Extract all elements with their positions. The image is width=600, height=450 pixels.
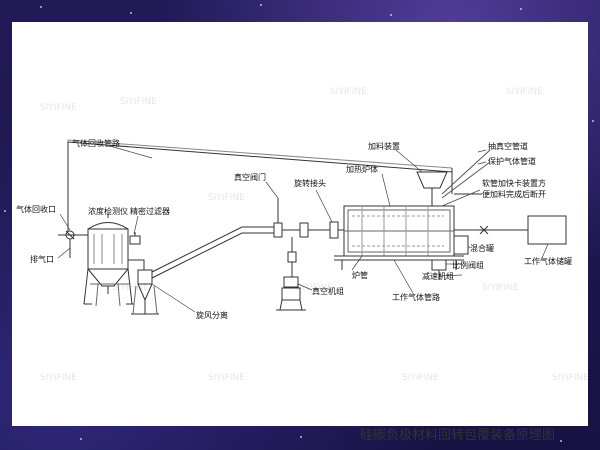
process-diagram: SIYIFINE SIYIFINE SIYIFINE SIYIFINE SIYI…: [16, 87, 588, 383]
star: [592, 120, 594, 122]
label-gas-recovery-pipe: 气体回收管路: [72, 138, 120, 148]
gas-recovery-port-valve: [58, 230, 88, 240]
star: [4, 210, 6, 212]
leader-lines: [57, 145, 549, 313]
star: [260, 4, 262, 6]
watermark: SIYIFINE: [482, 283, 519, 293]
label-cyclone: 旋风分离: [196, 310, 228, 320]
label-gas-recovery-port: 气体回收口: [16, 204, 56, 214]
label-precision-filter: 精密过滤器: [130, 206, 170, 216]
label-feeding-device: 加料装置: [368, 141, 400, 151]
label-vacuum-valve: 真空阀门: [234, 172, 266, 182]
label-exhaust-port: 排气口: [30, 254, 54, 264]
return-pipe: [151, 226, 274, 279]
label-quick-clamp-line1: 软管加快卡装置方: [482, 178, 546, 188]
watermark: SIYIFINE: [552, 373, 588, 383]
vacuum-unit: [276, 237, 306, 311]
labels: 气体回收管路 气体回收口 排气口 浓度检测仪 精密过滤器 旋风分离 真空阀门 旋…: [16, 138, 572, 320]
watermark: SIYIFINE: [40, 373, 77, 383]
watermark: SIYIFINE: [330, 87, 367, 97]
watermark: SIYIFINE: [506, 87, 543, 97]
label-proportional-valve: 比例阀组: [452, 260, 484, 270]
watermark: SIYIFINE: [40, 103, 77, 113]
star: [390, 14, 392, 16]
star: [40, 6, 42, 8]
watermark: SIYIFINE: [296, 283, 333, 293]
watermark: SIYIFINE: [208, 373, 245, 383]
label-reducer: 减速机组: [422, 271, 454, 281]
feeding-hopper: [416, 171, 448, 206]
label-quick-clamp-line2: 便加料完成后断开: [482, 189, 546, 199]
label-working-gas-pipe: 工作气体管路: [392, 292, 440, 302]
vacuum-protective-pipes: [441, 149, 491, 199]
label-working-gas-tank: 工作气体储罐: [524, 256, 572, 266]
label-furnace-tube: 炉管: [352, 270, 368, 280]
watermark: SIYIFINE: [120, 97, 157, 107]
heating-furnace: [334, 205, 464, 270]
star: [560, 440, 562, 442]
precision-filter-unit: [129, 232, 141, 245]
star: [130, 12, 132, 14]
star: [300, 436, 302, 438]
label-vacuum-pipe: 抽真空管道: [488, 141, 528, 151]
star: [520, 8, 522, 10]
watermark: SIYIFINE: [208, 193, 245, 203]
cyclone-separator: [128, 259, 159, 315]
label-rotary-joint: 旋转接头: [294, 178, 326, 188]
star: [80, 438, 82, 440]
label-mixing-tank: 混合罐: [470, 243, 494, 253]
watermark: SIYIFINE: [402, 373, 439, 383]
gas-recovery-pipeline: [67, 139, 453, 232]
mixing-valve-group: [431, 235, 469, 280]
vacuum-valve: [273, 198, 330, 238]
label-heating-furnace: 加热炉体: [346, 164, 378, 174]
diagram-caption: 硅碳负极材料回转包覆装备原理图: [360, 428, 556, 443]
label-vacuum-unit: 真空机组: [312, 286, 344, 296]
working-gas-tank: [527, 215, 567, 245]
working-gas-line: [454, 225, 528, 235]
diagram-panel: SIYIFINE SIYIFINE SIYIFINE SIYIFINE SIYI…: [12, 22, 588, 443]
label-concentration-meter: 浓度检测仪: [88, 206, 128, 216]
label-protective-gas-pipe: 保护气体管道: [488, 156, 536, 166]
rotary-joint: [329, 221, 344, 239]
